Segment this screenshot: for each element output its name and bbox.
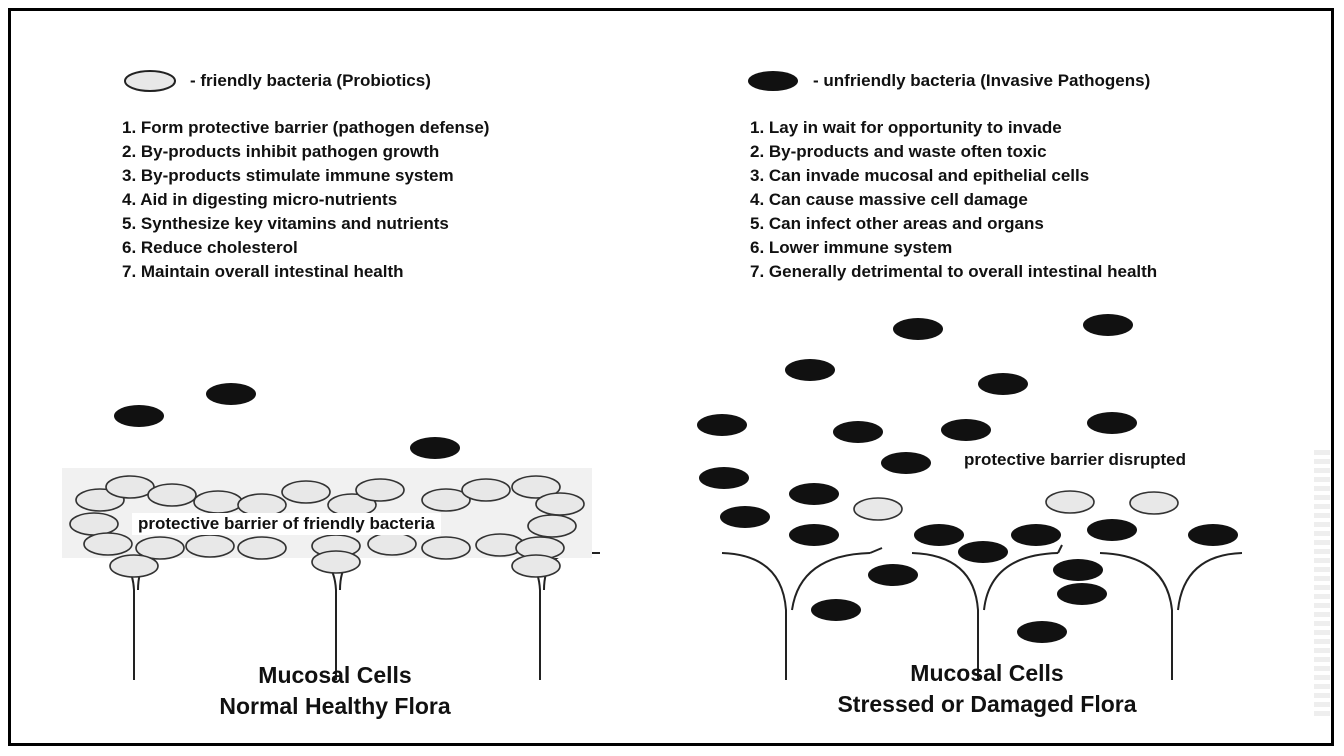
right-pathogens	[697, 314, 1238, 643]
faded-side-artifact	[1314, 450, 1330, 720]
left-barrier-label: protective barrier of friendly bacteria	[132, 513, 441, 535]
left-caption-line1: Mucosal Cells	[135, 660, 535, 691]
right-caption-line2: Stressed or Damaged Flora	[772, 689, 1202, 720]
right-friendly-bacteria	[854, 491, 1178, 520]
right-caption: Mucosal Cells Stressed or Damaged Flora	[772, 658, 1202, 720]
right-barrier-label: protective barrier disrupted	[964, 450, 1186, 470]
right-caption-line1: Mucosal Cells	[772, 658, 1202, 689]
left-caption: Mucosal Cells Normal Healthy Flora	[135, 660, 535, 722]
left-caption-line2: Normal Healthy Flora	[135, 691, 535, 722]
left-pathogens	[114, 383, 460, 459]
